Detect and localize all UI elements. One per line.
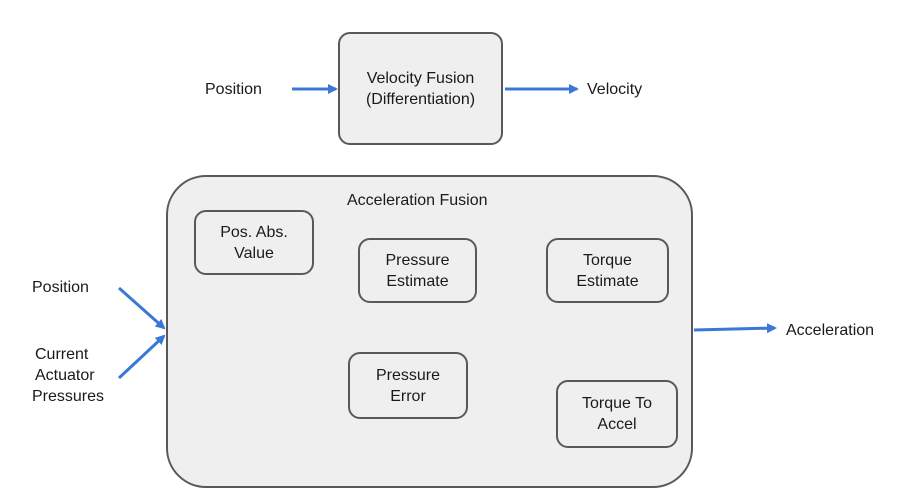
pressure-estimate-node: Pressure Estimate <box>358 238 477 303</box>
pressure-error-node: Pressure Error <box>348 352 468 419</box>
velocity-fusion-subtitle: (Differentiation) <box>365 90 476 108</box>
node-label: Torque <box>583 251 632 269</box>
velocity-output-label: Velocity <box>587 81 643 98</box>
node-label: Estimate <box>386 272 449 290</box>
edge-accel-group-to-acceleration <box>693 323 777 334</box>
accel-input-actuator-label: Actuator <box>35 367 95 384</box>
node-label: Pressure <box>375 366 441 384</box>
accel-input-pressures-label: Pressures <box>32 388 105 405</box>
node-label: Value <box>234 244 274 262</box>
velocity-fusion-node: Velocity Fusion (Differentiation) <box>338 32 503 145</box>
node-label: Error <box>390 387 426 405</box>
node-label: Pressure <box>385 251 450 269</box>
node-label: Estimate <box>576 272 639 290</box>
velocity-fusion-title: Velocity Fusion <box>366 69 475 87</box>
pos-abs-value-node: Pos. Abs. Value <box>194 210 314 275</box>
torque-estimate-node: Torque Estimate <box>546 238 669 303</box>
velocity-input-position-label: Position <box>205 81 262 98</box>
accel-input-position-label: Position <box>32 279 89 296</box>
acceleration-output-label: Acceleration <box>786 322 875 339</box>
node-label: Pos. Abs. <box>220 223 288 241</box>
node-label: Accel <box>597 416 637 433</box>
edge-pressures-to-accel-group <box>117 334 166 380</box>
accel-input-current-label: Current <box>35 346 89 363</box>
node-label: Torque To <box>582 395 652 412</box>
acceleration-fusion-title: Acceleration Fusion <box>347 192 488 209</box>
edge-position-to-accel-group <box>118 286 166 330</box>
torque-to-accel-node: Torque To Accel <box>556 380 678 448</box>
